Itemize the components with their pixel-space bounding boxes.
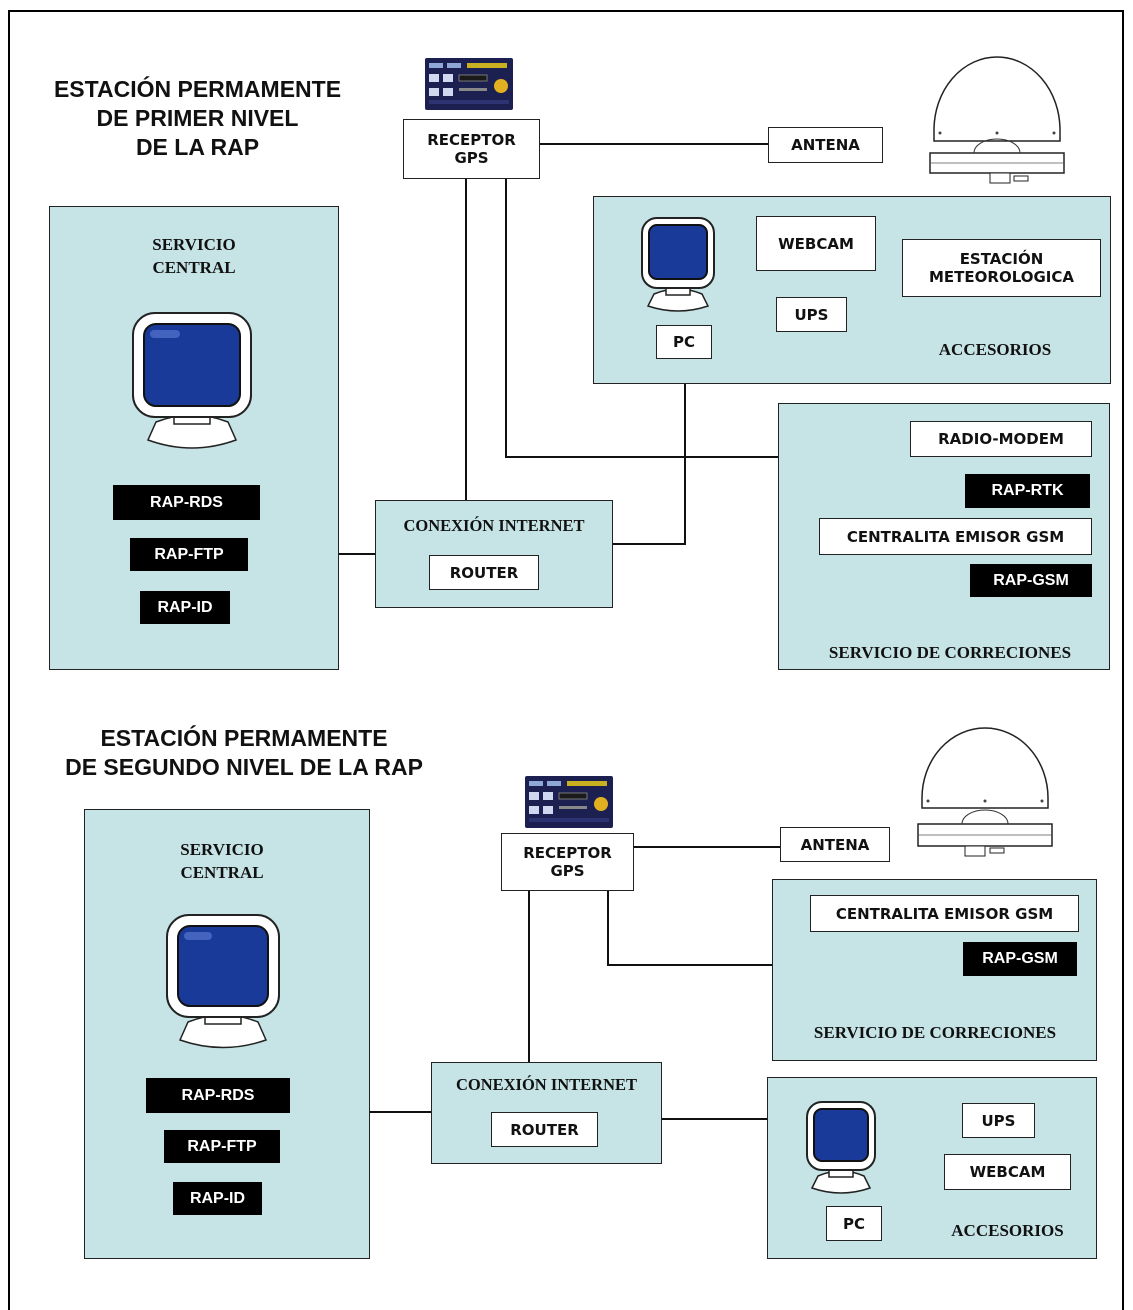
bottom-conexion-title: CONEXIÓN INTERNET: [455, 1075, 638, 1094]
bottom-ups-box: UPS: [962, 1103, 1035, 1138]
top-servicio-central-title: SERVICIO CENTRAL: [152, 235, 236, 277]
top-conexion-title: CONEXIÓN INTERNET: [403, 516, 585, 535]
line-receptor-correcciones-v: [505, 178, 507, 458]
line-b-central-conexion: [369, 1111, 432, 1113]
line-b-conexion-accesorios: [661, 1118, 769, 1120]
bottom-rap-id: RAP-ID: [173, 1182, 262, 1215]
bottom-pc-box: PC: [826, 1206, 882, 1241]
monitor-icon: [166, 914, 280, 1049]
top-centralita: CENTRALITA EMISOR GSM: [819, 518, 1092, 555]
top-rap-id: RAP-ID: [140, 591, 230, 624]
line-b-receptor-conexion: [528, 890, 530, 1062]
line-central-conexion: [338, 553, 376, 555]
antena-box: ANTENA: [768, 127, 883, 163]
top-conexion-panel: [375, 500, 613, 608]
monitor-icon: [132, 312, 252, 449]
line-receptor-conexion: [465, 178, 467, 501]
line-receptor-correcciones-h: [505, 456, 780, 458]
monitor-icon: [641, 217, 715, 312]
bottom-servicio-central-title: SERVICIO CENTRAL: [180, 840, 264, 882]
bottom-router: ROUTER: [491, 1112, 598, 1147]
top-title: ESTACIÓN PERMAMENTE DE PRIMER NIVEL DE L…: [53, 76, 342, 160]
antenna-dome-icon: [917, 727, 1053, 857]
top-ups-box: UPS: [776, 297, 847, 332]
top-correcciones-label: SERVICIO DE CORRECIONES: [828, 643, 1072, 662]
gps-receiver-icon: [425, 58, 513, 110]
top-accesorios-label: ACCESORIOS: [938, 340, 1052, 359]
b-receptor-gps-box: RECEPTOR GPS: [501, 833, 634, 891]
bottom-centralita: CENTRALITA EMISOR GSM: [810, 895, 1079, 932]
bottom-rap-ftp: RAP-FTP: [164, 1130, 280, 1163]
line-b-receptor-correcciones-h: [607, 964, 773, 966]
top-webcam-box: WEBCAM: [756, 216, 876, 271]
top-rap-rds: RAP-RDS: [113, 485, 260, 520]
bottom-rap-gsm: RAP-GSM: [963, 942, 1077, 976]
line-b-receptor-antena: [633, 846, 780, 848]
monitor-icon: [806, 1101, 876, 1194]
top-rap-ftp: RAP-FTP: [130, 538, 248, 571]
top-rap-gsm: RAP-GSM: [970, 564, 1092, 597]
bottom-webcam-box: WEBCAM: [944, 1154, 1071, 1190]
gps-receiver-icon: [525, 776, 613, 828]
bottom-correcciones-label: SERVICIO DE CORRECIONES: [813, 1023, 1057, 1042]
line-receptor-antena: [540, 143, 768, 145]
top-radio-modem: RADIO-MODEM: [910, 421, 1092, 457]
b-antena-box: ANTENA: [780, 827, 890, 862]
line-conexion-pc-v: [684, 383, 686, 545]
antenna-dome-icon: [929, 56, 1065, 184]
top-router: ROUTER: [429, 555, 539, 590]
receptor-gps-box: RECEPTOR GPS: [403, 119, 540, 179]
bottom-accesorios-label: ACCESORIOS: [951, 1221, 1064, 1240]
top-pc-box: PC: [656, 325, 712, 359]
bottom-title: ESTACIÓN PERMAMENTE DE SEGUNDO NIVEL DE …: [65, 725, 423, 780]
line-conexion-pc-h: [612, 543, 686, 545]
diagram-frame: [8, 10, 1124, 1310]
top-estacion-box: ESTACIÓN METEOROLOGICA: [902, 239, 1101, 297]
top-rap-rtk: RAP-RTK: [965, 474, 1090, 508]
bottom-rap-rds: RAP-RDS: [146, 1078, 290, 1113]
line-b-receptor-correcciones-v: [607, 890, 609, 966]
